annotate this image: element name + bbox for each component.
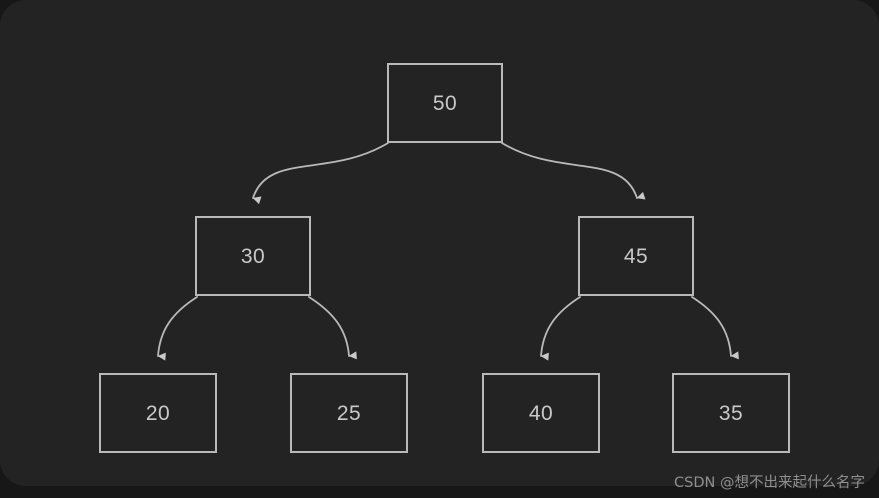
- tree-node-leaf-4[interactable]: 35: [672, 373, 790, 453]
- tree-node-label: 40: [528, 401, 554, 425]
- tree-node-label: 20: [145, 401, 171, 425]
- tree-node-label: 25: [336, 401, 362, 425]
- tree-node-leaf-2[interactable]: 25: [290, 373, 408, 453]
- tree-node-label: 35: [718, 401, 744, 425]
- tree-node-label: 45: [623, 244, 649, 268]
- tree-node-left[interactable]: 30: [195, 216, 311, 296]
- tree-node-leaf-3[interactable]: 40: [482, 373, 600, 453]
- tree-node-root[interactable]: 50: [387, 63, 503, 143]
- tree-node-right[interactable]: 45: [578, 216, 694, 296]
- tree-node-leaf-1[interactable]: 20: [99, 373, 217, 453]
- tree-node-label: 30: [240, 244, 266, 268]
- tree-node-label: 50: [432, 91, 458, 115]
- watermark-text: CSDN @想不出来起什么名字: [674, 475, 865, 491]
